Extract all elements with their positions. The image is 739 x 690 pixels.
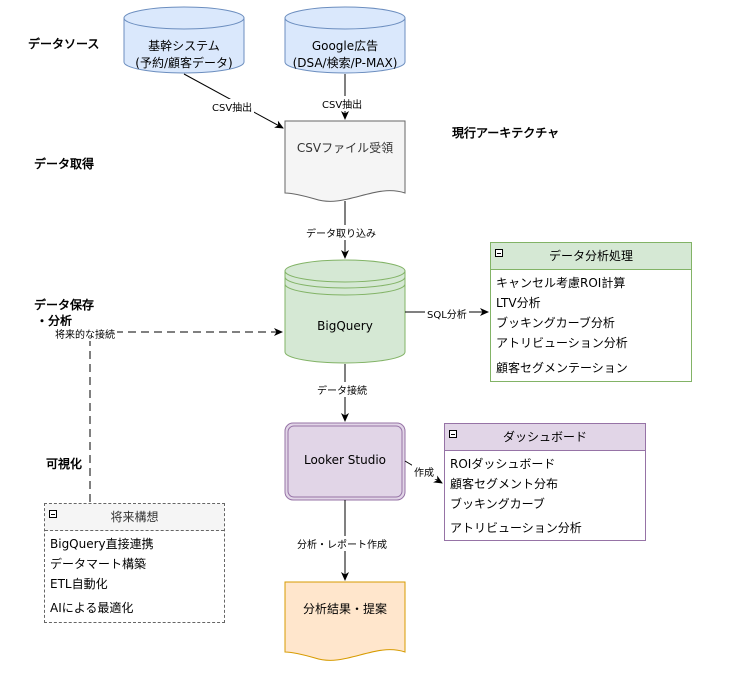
analysis-item: LTV分析 [496, 296, 541, 310]
collapse-icon[interactable] [49, 510, 57, 518]
stage-visualization: 可視化 [46, 457, 83, 471]
collapse-icon[interactable] [495, 249, 503, 257]
core-system-label-line2: (予約/顧客データ) [135, 56, 233, 70]
diagram-title: 現行アーキテクチャ [452, 126, 560, 140]
stage-data-source: データソース [28, 37, 100, 51]
dashboard-item: ROIダッシュボード [450, 457, 556, 471]
google-ads-label-line1: Google広告 [311, 39, 379, 53]
future-panel: 将来構想 BigQuery直接連携 データマート構築 ETL自動化 AIによる最… [44, 503, 225, 623]
stage-data-acquisition: データ取得 [34, 157, 95, 171]
edge-future-to-bigquery [89, 328, 283, 502]
results-document[interactable] [284, 581, 406, 661]
dashboard-item: 顧客セグメント分布 [450, 477, 559, 491]
analysis-item: アトリビューション分析 [496, 336, 628, 350]
stage-data-storage-line1: データ保存 [34, 298, 95, 312]
results-label: 分析結果・提案 [302, 602, 387, 616]
analysis-item: 顧客セグメンテーション [496, 361, 628, 375]
core-system-label: 基幹システム (予約/顧客データ) [124, 38, 244, 72]
dashboard-panel-title: ダッシュボード [502, 430, 587, 444]
future-panel-header: 将来構想 [45, 504, 224, 531]
analysis-panel-header: データ分析処理 [491, 243, 691, 270]
dashboard-panel-header: ダッシュボード [445, 424, 645, 451]
edge-label-data-connection: データ接続 [315, 382, 369, 397]
looker-studio-label: Looker Studio [303, 453, 387, 467]
analysis-panel-title: データ分析処理 [548, 249, 633, 263]
google-ads-label: Google広告 (DSA/検索/P-MAX) [285, 38, 405, 72]
analysis-item: ブッキングカーブ分析 [496, 316, 615, 330]
dashboard-item: ブッキングカーブ [450, 497, 545, 511]
bigquery-label: BigQuery [317, 319, 373, 333]
csv-receive-label: CSVファイル受領 [296, 141, 394, 155]
future-item: BigQuery直接連携 [50, 537, 154, 551]
future-item: データマート構築 [50, 557, 147, 571]
core-system-label-line1: 基幹システム [148, 39, 220, 53]
edge-label-create: 作成 [412, 464, 436, 479]
google-ads-label-line2: (DSA/検索/P-MAX) [292, 56, 398, 70]
future-item: ETL自動化 [50, 577, 108, 591]
google-ads-cylinder[interactable] [284, 6, 406, 74]
collapse-icon[interactable] [449, 430, 457, 438]
future-panel-title: 将来構想 [110, 510, 159, 524]
edge-label-csv-extract-left: CSV抽出 [210, 99, 255, 114]
edge-label-data-import: データ取り込み [304, 225, 378, 240]
future-item: AIによる最適化 [50, 601, 134, 615]
dashboard-item: アトリビューション分析 [450, 521, 582, 535]
core-system-cylinder[interactable] [123, 6, 245, 74]
edge-label-analysis-report: 分析・レポート作成 [295, 536, 389, 551]
stage-data-storage-line2: ・分析 [36, 314, 73, 328]
csv-receive-document[interactable] [284, 120, 406, 202]
dashboard-panel: ダッシュボード ROIダッシュボード 顧客セグメント分布 ブッキングカーブ アト… [444, 423, 646, 541]
edge-label-future-connection: 将来的な接続 [53, 326, 117, 341]
edge-label-sql-analysis: SQL分析 [425, 306, 469, 321]
analysis-panel: データ分析処理 キャンセル考慮ROI計算 LTV分析 ブッキングカーブ分析 アト… [490, 242, 692, 382]
edge-label-csv-extract-right: CSV抽出 [320, 96, 365, 111]
bigquery-cylinder[interactable] [284, 259, 406, 364]
analysis-item: キャンセル考慮ROI計算 [496, 276, 626, 290]
